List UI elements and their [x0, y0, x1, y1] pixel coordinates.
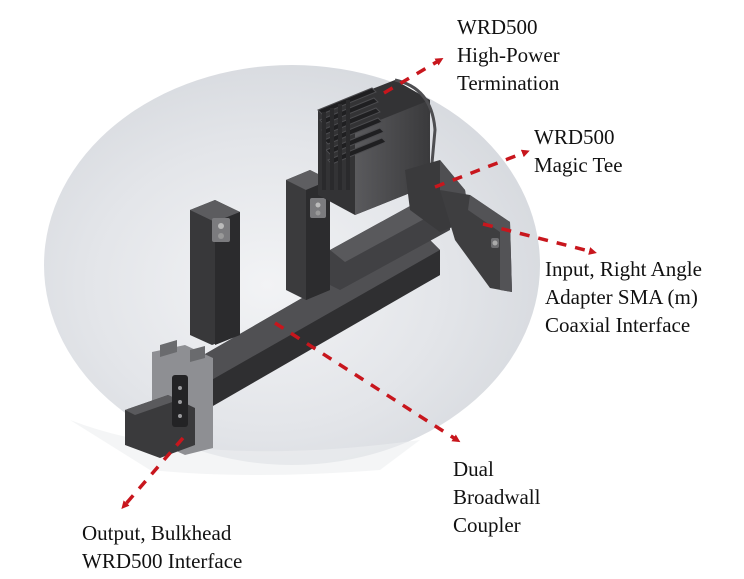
arrow-magic-tee	[434, 149, 530, 189]
callout-line: Dual	[453, 457, 494, 481]
callout-line: Coupler	[453, 513, 521, 537]
callout-line: Broadwall	[453, 485, 541, 509]
callout-line: High-Power	[457, 43, 560, 67]
callout-line: WRD500	[457, 15, 538, 39]
callout-label-input: Input, Right Angle Adapter SMA (m) Coaxi…	[545, 255, 702, 339]
high-power-termination	[317, 78, 437, 215]
callout-line: WRD500 Interface	[82, 549, 243, 573]
floor-shadow	[70, 420, 420, 475]
input-adapter	[440, 190, 512, 292]
callout-label-termination: WRD500 High-Power Termination	[457, 13, 560, 97]
callout-line: Adapter SMA (m)	[545, 285, 698, 309]
left-post	[190, 200, 240, 345]
callout-line: Termination	[457, 71, 560, 95]
callout-label-magic-tee: WRD500 Magic Tee	[534, 123, 623, 179]
right-post	[286, 170, 330, 300]
callout-line: Magic Tee	[534, 153, 623, 177]
callout-line: Coaxial Interface	[545, 313, 691, 337]
callout-line: WRD500	[534, 125, 615, 149]
arrow-output	[121, 436, 185, 510]
callout-label-output: Output, Bulkhead WRD500 Interface	[82, 519, 242, 575]
arrow-coupler	[274, 321, 461, 443]
callout-line: Output, Bulkhead	[82, 521, 232, 545]
callout-label-coupler: Dual Broadwall Coupler	[453, 455, 540, 539]
callout-line: Input, Right Angle	[545, 257, 702, 281]
callout-arrows	[121, 57, 597, 510]
